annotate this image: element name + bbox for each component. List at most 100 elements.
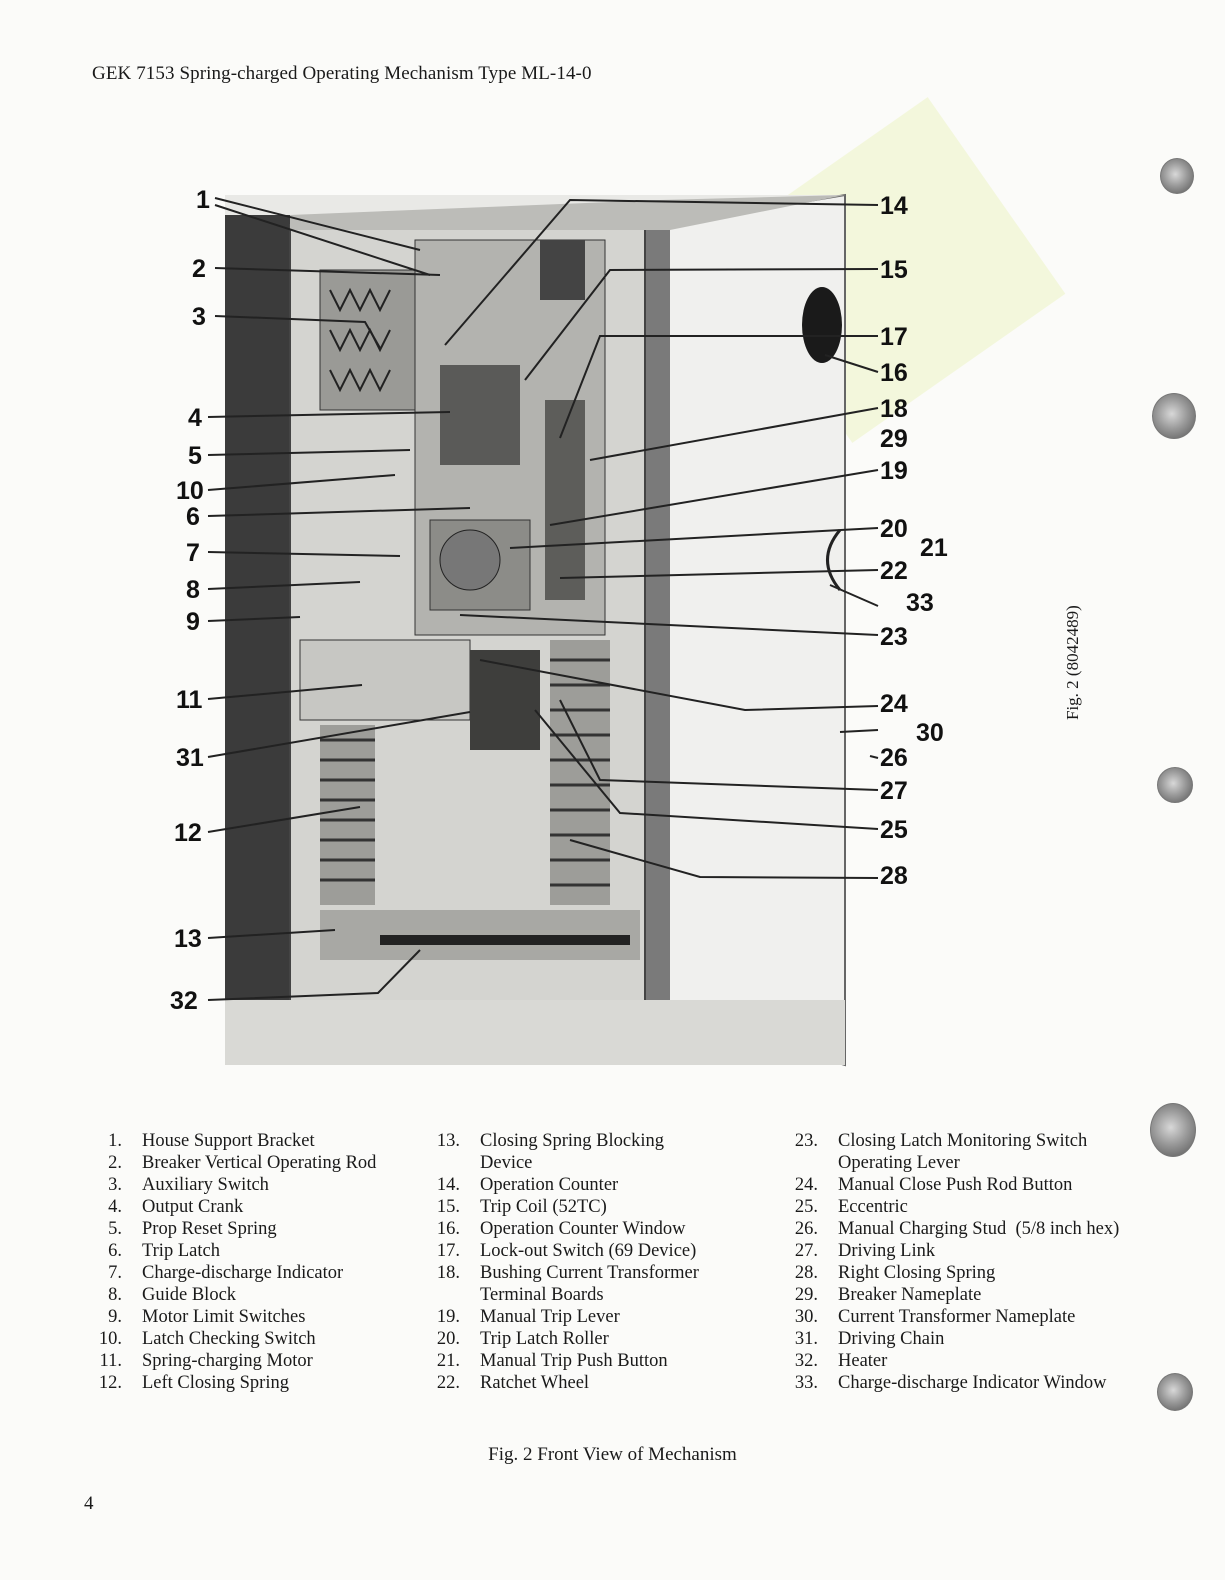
legend-label: Bushing Current Transformer Terminal Boa…	[480, 1263, 699, 1305]
callout-13: 13	[174, 925, 202, 953]
callout-27: 27	[880, 777, 908, 805]
legend-label: House Support Bracket	[142, 1131, 315, 1151]
mechanism-figure: 1 2 3 4 5 10 6 7 8 9 11 31 12 13 32 14 1…	[170, 186, 948, 1067]
legend-num: 32.	[794, 1351, 818, 1371]
legend-item: 20. Trip Latch Roller	[430, 1328, 760, 1350]
ratchet-wheel	[439, 529, 501, 591]
legend-num: 29.	[794, 1285, 818, 1305]
legend-num: 20.	[436, 1329, 460, 1349]
legend-label: Lock-out Switch (69 Device)	[480, 1241, 697, 1261]
callout-6: 6	[186, 503, 200, 531]
legend-label: Auxiliary Switch	[142, 1175, 269, 1195]
legend-label: Breaker Vertical Operating Rod	[142, 1153, 377, 1173]
legend-label: Driving Link	[838, 1241, 936, 1261]
legend-label: Operation Counter	[480, 1175, 619, 1195]
legend-item: 21.Manual Trip Push Button	[430, 1350, 760, 1372]
legend-num: 8.	[108, 1285, 122, 1305]
legend-item: 31.Driving Chain	[788, 1328, 1158, 1350]
legend-label: Right Closing Spring	[838, 1263, 996, 1283]
punch-hole-1	[1160, 158, 1194, 194]
ratchet-assembly	[429, 519, 531, 611]
page-header: GEK 7153 Spring-charged Operating Mechan…	[92, 63, 592, 84]
legend-label: Latch Checking Switch	[142, 1329, 316, 1349]
legend-item: 19.Manual Trip Lever	[430, 1306, 760, 1328]
cabinet-floor	[225, 1000, 845, 1065]
legend-label: Charge-discharge Indicator	[142, 1263, 344, 1283]
callout-5: 5	[188, 442, 202, 470]
punch-hole-5	[1157, 1373, 1193, 1411]
mechanism-photo: 1 2 3 4 5 10 6 7 8 9 11 31 12 13 32 14 1…	[170, 186, 948, 1067]
legend-item: 32. Heater	[788, 1350, 1158, 1372]
legend-num: 31.	[794, 1329, 818, 1349]
legend-num: 10.	[98, 1329, 122, 1349]
legend-label: Trip Latch	[142, 1241, 220, 1261]
callout-1: 1	[196, 186, 210, 214]
legend-num: 14.	[436, 1175, 460, 1195]
auxiliary-switch	[319, 269, 416, 411]
legend-column-1: 1. House Support Bracket 2. Breaker Vertic…	[92, 1130, 412, 1394]
callout-28: 28	[880, 862, 908, 890]
legend-item: 7.Charge-discharge Indicator	[92, 1262, 412, 1284]
legend-num: 1.	[108, 1131, 122, 1151]
callout-31: 31	[176, 744, 204, 772]
legend-item: 16.Operation Counter Window	[430, 1218, 760, 1240]
legend-item: 12.Left Closing Spring	[92, 1372, 412, 1394]
heater	[380, 935, 630, 945]
legend-label: Heater	[838, 1351, 888, 1371]
legend-column-2: 13. Closing Spring Blocking Device 14. Ope…	[430, 1130, 760, 1394]
legend-item: 22.Ratchet Wheel	[430, 1372, 760, 1394]
callout-9: 9	[186, 608, 200, 636]
legend-num: 4.	[108, 1197, 122, 1217]
legend-num: 23.	[794, 1131, 818, 1151]
ct-terminal-boards	[545, 400, 585, 600]
page-number: 4	[84, 1493, 94, 1514]
legend-item: 10. Latch Checking Switch	[92, 1328, 412, 1350]
left-closing-spring	[320, 725, 375, 905]
photo-id: Fig. 2 (8042489)	[1063, 605, 1082, 720]
legend-item: 17.Lock-out Switch (69 Device)	[430, 1240, 760, 1262]
legend-num: 9.	[108, 1307, 122, 1327]
legend-num: 3.	[108, 1175, 122, 1195]
legend-item: 25.Eccentric	[788, 1196, 1158, 1218]
cabinet-interior	[289, 224, 646, 1016]
legend-label: Closing Spring Blocking Device	[480, 1131, 664, 1173]
legend-num: 25.	[794, 1197, 818, 1217]
legend-num: 2.	[108, 1153, 122, 1173]
legend-num: 15.	[436, 1197, 460, 1217]
legend-label: Trip Latch Roller	[480, 1329, 609, 1349]
operating-rod-block	[540, 240, 585, 300]
cabinet-left-wall	[225, 215, 295, 1065]
callout-22: 22	[880, 557, 908, 585]
callout-30: 30	[916, 719, 944, 747]
legend-item: 8.Guide Block	[92, 1284, 412, 1306]
legend-num: 5.	[108, 1219, 122, 1239]
legend-label: Charge-discharge Indicator Window	[838, 1373, 1107, 1393]
legend-item: 2. Breaker Vertical Operating Rod	[92, 1152, 412, 1174]
legend-label: Current Transformer Nameplate	[838, 1307, 1076, 1327]
legend-item: 4. Output Crank	[92, 1196, 412, 1218]
legend-label: Prop Reset Spring	[142, 1219, 277, 1239]
auxiliary-switch-wiring	[329, 287, 391, 393]
legend-item: 5. Prop Reset Spring	[92, 1218, 412, 1240]
watermark-logo	[714, 97, 1066, 443]
legend-label: Manual Close Push Rod Button	[838, 1175, 1073, 1195]
callout-24: 24	[880, 690, 908, 718]
legend-label: Left Closing Spring	[142, 1373, 289, 1393]
legend-label: Trip Coil (52TC)	[480, 1197, 607, 1217]
legend-num: 11.	[99, 1351, 122, 1371]
legend-label: Manual Trip Lever	[480, 1307, 620, 1327]
callout-12: 12	[174, 819, 202, 847]
photo-background	[225, 195, 845, 1065]
legend-label: Operation Counter Window	[480, 1219, 686, 1239]
legend-num: 13.	[436, 1131, 460, 1151]
legend-label: Manual Trip Push Button	[480, 1351, 668, 1371]
callout-11: 11	[176, 686, 203, 714]
legend-item: 29.Breaker Nameplate	[788, 1284, 1158, 1306]
legend-label: Output Crank	[142, 1197, 244, 1217]
callout-10: 10	[176, 477, 204, 505]
callout-3: 3	[192, 303, 206, 331]
legend-num: 26.	[794, 1219, 818, 1239]
spring-base	[320, 910, 640, 960]
legend-item: 9.Motor Limit Switches	[92, 1306, 412, 1328]
callout-29: 29	[880, 425, 908, 453]
